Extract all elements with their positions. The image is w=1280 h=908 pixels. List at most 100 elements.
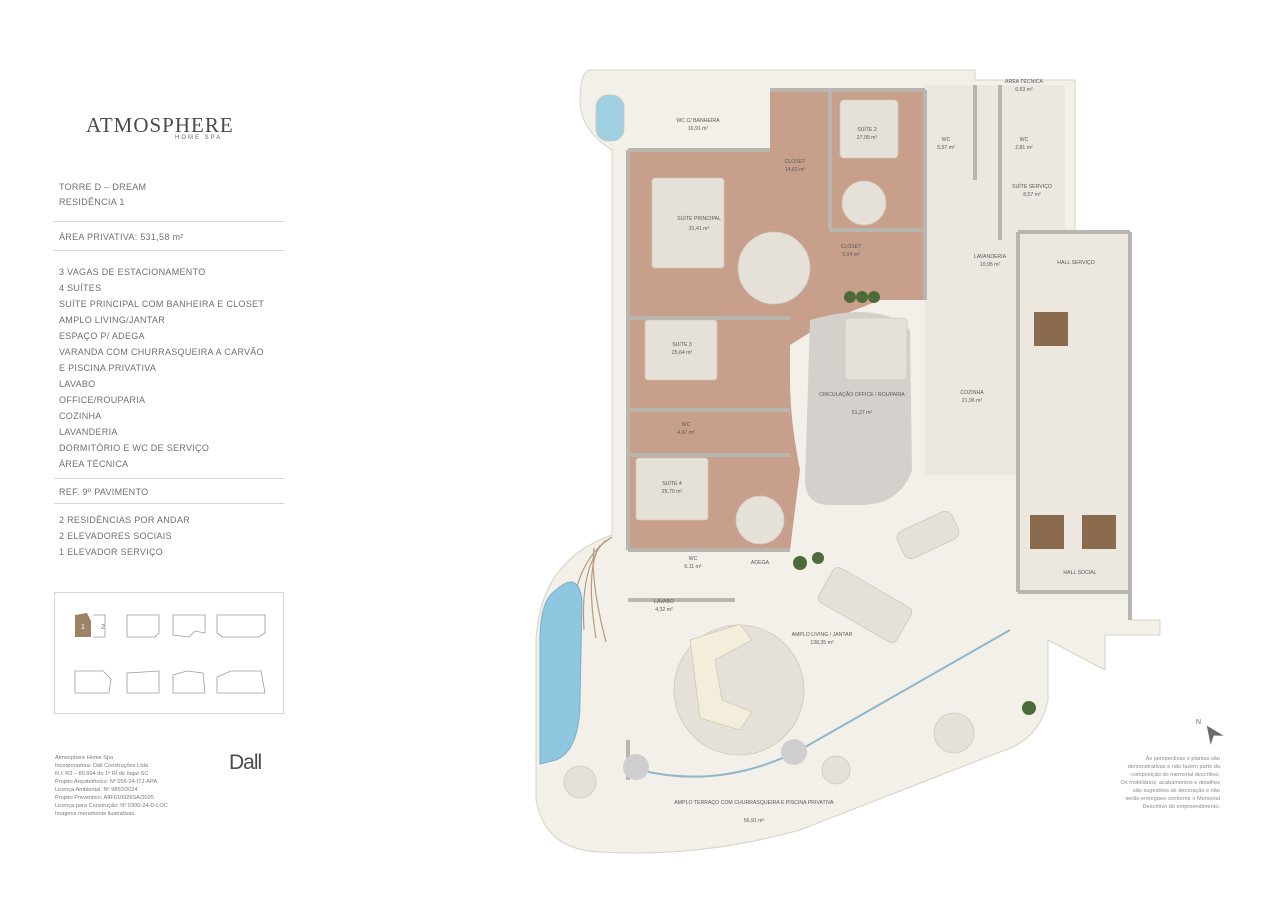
floor-reference: REF. 9º PAVIMENTO: [59, 487, 149, 497]
feature-item: OFFICE/ROUPARIA: [59, 395, 146, 405]
room-name: SUÍTE 4: [662, 480, 682, 487]
divider: [54, 503, 284, 504]
feature-item: LAVABO: [59, 379, 96, 389]
north-arrow-icon: N: [1196, 719, 1224, 745]
residence-name: RESIDÊNCIA 1: [59, 197, 125, 207]
rug: [737, 231, 811, 305]
room-name: ADEGA: [751, 560, 770, 566]
disclaimer-line: são sugestões de decoração e não: [1132, 788, 1220, 794]
disclaimer-line: As perspectivas e plantas são: [1145, 756, 1220, 762]
room-name: LAVABO: [654, 599, 674, 605]
bed-suite2: [839, 99, 899, 159]
divider: [54, 221, 284, 222]
bathtub: [595, 94, 625, 142]
room-area: 27,95 m²: [857, 135, 878, 141]
room-name: ÁREA TÉCNICA: [1005, 78, 1043, 85]
room-area: 4,32 m²: [655, 607, 673, 613]
feature-item: AMPLO LIVING/JANTAR: [59, 315, 166, 325]
room-area: 8,57 m²: [1023, 192, 1041, 198]
room-name: SUÍTE PRINCIPAL: [677, 215, 721, 222]
room-labels: WC C/ BANHEIRA 16,91 m² CLOSET 14,63 m² …: [654, 78, 1097, 824]
room-name: WC: [682, 422, 691, 428]
feature-item: ÁREA TÉCNICA: [59, 459, 129, 469]
disclaimer-line: composição do memorial descritivo.: [1131, 772, 1220, 778]
key-plan-label-2: 2: [101, 624, 105, 631]
feature-item: SUÍTE PRINCIPAL COM BANHEIRA E CLOSET: [59, 299, 265, 309]
room-name: LAVANDERIA: [974, 254, 1007, 260]
key-plan: 1 2: [54, 592, 284, 714]
plants: [793, 291, 1036, 715]
credit-line: Projeto Arquitetônico: Nº 056-24-ITJ-APA: [55, 779, 158, 785]
building-item: 2 RESIDÊNCIAS POR ANDAR: [59, 515, 190, 525]
room-name: AMPLO LIVING / JANTAR: [792, 632, 853, 638]
room-name: COZINHA: [960, 390, 984, 396]
pool: [539, 581, 583, 765]
rug: [735, 495, 785, 545]
room-name: HALL SERVIÇO: [1057, 260, 1094, 266]
disclaimer-line: Os mobiliários, acabamentos e detalhes: [1120, 780, 1221, 786]
key-plan-unit: [74, 670, 112, 694]
room-area: 31,41 m²: [689, 226, 710, 232]
key-plan-unit-1: [75, 613, 91, 637]
credit-line: Atmosphere Home Spa: [55, 755, 114, 761]
developer-logo: Dall: [229, 751, 262, 774]
brand-tagline: HOME SPA: [175, 135, 223, 141]
room-area: 5,04 m²: [842, 252, 860, 258]
key-plan-unit-2: [93, 614, 106, 638]
bed-suite4: [635, 457, 709, 521]
furniture: [563, 99, 975, 799]
elevators: [1030, 312, 1116, 549]
bed-suite3: [644, 319, 718, 381]
credit-line: Projeto Preventivo: A8F610926SA/2025: [55, 795, 154, 801]
bed-master: [651, 177, 725, 269]
credit-line: Incorporadora: Dall Construções Ltda: [55, 763, 148, 769]
room-name: SUÍTE 2: [857, 126, 877, 133]
social-elevator: [1082, 515, 1116, 549]
feature-item: 3 VAGAS DE ESTACIONAMENTO: [59, 267, 206, 277]
rug: [841, 180, 887, 226]
room-area: 21,96 m²: [962, 398, 983, 404]
room-area: 51,27 m²: [852, 410, 873, 416]
credit-line: Imagens meramente ilustrativas.: [55, 811, 136, 817]
room-area: 16,91 m²: [688, 126, 709, 132]
credit-line: R.I: R3 – 80.994 do 1º RI de Itajaí-SC: [55, 771, 149, 777]
room-area: 25,64 m²: [672, 350, 693, 356]
private-area: ÁREA PRIVATIVA: 531,58 m²: [59, 232, 184, 242]
divider: [54, 250, 284, 251]
room-name: WC: [942, 137, 951, 143]
north-label: N: [1196, 719, 1201, 726]
disclaimer-line: serão entregues conforme o Memorial: [1125, 796, 1220, 802]
feature-item: DORMITÓRIO E WC DE SERVIÇO: [59, 443, 210, 453]
room-area: 10,95 m²: [980, 262, 1001, 268]
credit-line: Licença para Construção: Nº 0300-24-D-LO…: [55, 803, 168, 809]
disclaimer-line: demonstrativas e não fazem parte da: [1127, 764, 1220, 770]
feature-item: E PISCINA PRIVATIVA: [59, 363, 157, 373]
column: [781, 739, 807, 765]
building-item: 2 ELEVADORES SOCIAIS: [59, 531, 172, 541]
room-area: 2,81 m²: [1015, 145, 1033, 151]
terrace-chair: [821, 755, 851, 785]
key-plan-unit: [126, 670, 160, 694]
credit-line: Licença Ambiental: Nº 9850/2024: [55, 787, 138, 793]
key-plan-unit: [172, 614, 206, 638]
office-desk: [844, 317, 908, 381]
room-area: 56,91 m²: [744, 818, 765, 824]
key-plan-unit: [172, 670, 206, 694]
divider: [54, 478, 284, 479]
social-elevator: [1030, 515, 1064, 549]
brand-logo: ATMOSPHERE: [86, 113, 234, 137]
room-name: AMPLO TERRAÇO COM CHURRASQUEIRA E PISCIN…: [674, 800, 834, 806]
feature-item: COZINHA: [59, 411, 102, 421]
terrace-table: [933, 712, 975, 754]
sofa: [689, 623, 753, 731]
room-area: 5,57 m²: [937, 145, 955, 151]
room-area: 138,35 m²: [810, 640, 834, 646]
building-item: 1 ELEVADOR SERVIÇO: [59, 547, 164, 557]
legal-credits: Atmosphere Home Spa Incorporadora: Dall …: [55, 754, 168, 818]
dining-table: [817, 566, 913, 644]
key-plan-label-1: 1: [81, 624, 85, 631]
walls: [626, 85, 1132, 780]
room-area: 6,11 m²: [684, 564, 701, 570]
key-plan-diagram: 1 2: [74, 613, 266, 694]
